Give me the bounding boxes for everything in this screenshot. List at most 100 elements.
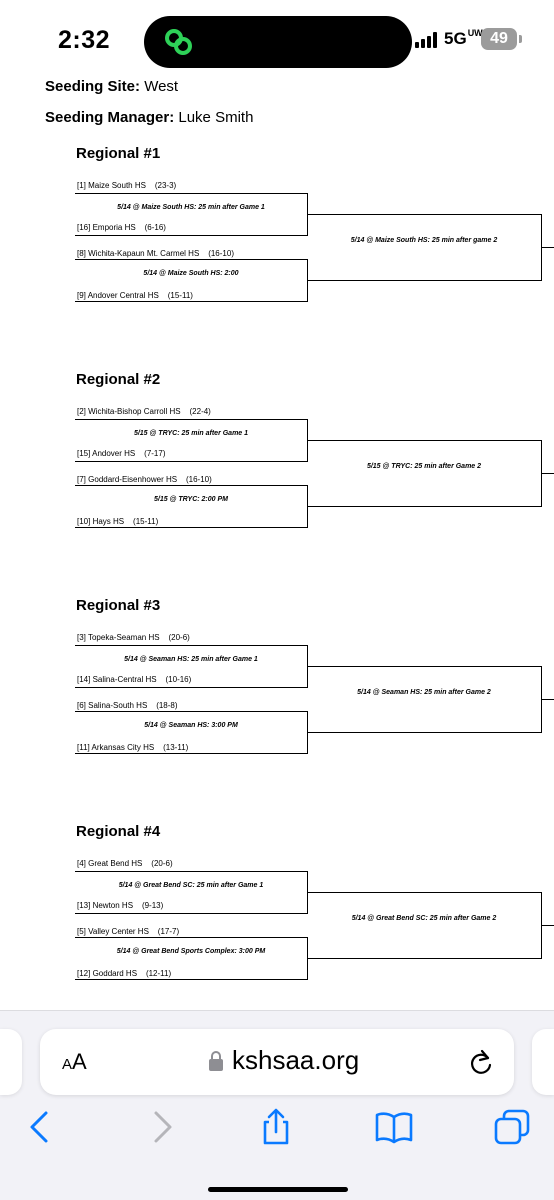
- bracket-line: [75, 419, 307, 420]
- bracket-line: [307, 732, 541, 733]
- team-name: Andover Central HS: [87, 291, 159, 300]
- bracket-line: [75, 461, 307, 462]
- team-seed: [9]: [77, 291, 86, 300]
- bracket-line: [75, 687, 307, 688]
- battery-icon: 49: [481, 28, 517, 50]
- team-name: Andover HS: [92, 449, 136, 458]
- tabs-icon[interactable]: [492, 1107, 532, 1147]
- team-seed: [6]: [77, 701, 86, 710]
- team-seed: [16]: [77, 223, 91, 232]
- share-icon[interactable]: [256, 1107, 296, 1147]
- seeding-manager: Seeding Manager: Luke Smith: [45, 109, 254, 126]
- team-name: Wichita-Bishop Carroll HS: [88, 407, 181, 416]
- team-seed: [4]: [77, 859, 86, 868]
- bracket-line: [307, 214, 541, 215]
- team-entry: [12] Goddard HS (12-11): [77, 969, 171, 978]
- team-seed: [12]: [77, 969, 91, 978]
- team-entry: [14] Salina-Central HS (10-16): [77, 675, 191, 684]
- reload-icon[interactable]: [468, 1048, 494, 1076]
- bracket-line: [75, 485, 307, 486]
- bracket-line: [75, 301, 307, 302]
- team-seed: [10]: [77, 517, 91, 526]
- address-bar[interactable]: AA kshsaa.org: [40, 1029, 514, 1095]
- team-seed: [13]: [77, 901, 91, 910]
- bracket-line: [541, 699, 554, 700]
- back-icon[interactable]: [20, 1107, 60, 1147]
- team-record: (15-11): [167, 291, 193, 300]
- team-record: (13-11): [163, 743, 189, 752]
- team-entry: [1] Maize South HS (23-3): [77, 181, 176, 190]
- team-record: (18-8): [156, 701, 178, 710]
- next-tab-preview[interactable]: [532, 1029, 554, 1095]
- link-app-icon: [165, 29, 192, 55]
- team-name: Emporia HS: [92, 223, 136, 232]
- team-record: (12-11): [145, 969, 172, 978]
- text-size-button[interactable]: AA: [62, 1049, 87, 1074]
- team-entry: [4] Great Bend HS (20-6): [77, 859, 173, 868]
- bracket-line: [307, 666, 541, 667]
- game-label: 5/14 @ Seaman HS: 3:00 PM: [144, 722, 238, 729]
- team-seed: [1]: [77, 181, 86, 190]
- clock: 2:32: [58, 26, 111, 54]
- team-seed: [15]: [77, 449, 91, 458]
- team-entry: [5] Valley Center HS (17-7): [77, 927, 179, 936]
- team-entry: [3] Topeka-Seaman HS (20-6): [77, 633, 190, 642]
- bracket-line: [75, 937, 307, 938]
- team-name: Maize South HS: [88, 181, 146, 190]
- dynamic-island: [144, 16, 412, 68]
- bracket-line: [307, 280, 541, 281]
- game-label: 5/15 @ TRYC: 2:00 PM: [154, 496, 228, 503]
- team-record: (10-16): [165, 675, 192, 684]
- previous-tab-preview[interactable]: [0, 1029, 22, 1095]
- bracket-line: [307, 892, 541, 893]
- team-name: Topeka-Seaman HS: [87, 633, 160, 642]
- bracket-line: [541, 473, 554, 474]
- team-name: Hays HS: [92, 517, 125, 526]
- team-seed: [14]: [77, 675, 91, 684]
- team-entry: [8] Wichita-Kapaun Mt. Carmel HS (16-10): [77, 249, 234, 258]
- bracket-line: [75, 753, 307, 754]
- regional-title: Regional #2: [76, 371, 161, 388]
- bracket-line: [75, 193, 307, 194]
- bracket-line: [541, 925, 554, 926]
- battery-nub: [519, 35, 522, 43]
- final-game-label: 5/14 @ Seaman HS: 25 min after Game 2: [357, 689, 491, 696]
- team-record: (15-11): [133, 517, 159, 526]
- game-label: 5/14 @ Maize South HS: 25 min after Game…: [117, 204, 265, 211]
- final-game-label: 5/14 @ Great Bend SC: 25 min after Game …: [351, 915, 497, 922]
- seeding-site: Seeding Site: West: [45, 78, 179, 95]
- bracket-line: [307, 440, 541, 441]
- status-bar: 2:32 5GUW 49: [0, 0, 554, 80]
- regional-title: Regional #3: [76, 597, 161, 614]
- team-record: (22-4): [189, 407, 211, 416]
- network-type: 5GUW: [444, 28, 483, 49]
- final-game-label: 5/15 @ TRYC: 25 min after Game 2: [366, 463, 482, 470]
- team-record: (7-17): [144, 449, 166, 458]
- game-label: 5/14 @ Seaman HS: 25 min after Game 1: [124, 656, 258, 663]
- team-record: (23-3): [154, 181, 177, 190]
- bracket-line: [307, 958, 541, 959]
- bracket-line: [75, 259, 307, 260]
- url-text[interactable]: kshsaa.org: [232, 1045, 360, 1075]
- game-label: 5/14 @ Great Bend SC: 25 min after Game …: [118, 882, 264, 889]
- bracket-line: [75, 645, 307, 646]
- game-label: 5/14 @ Maize South HS: 2:00: [143, 270, 239, 277]
- regional-title: Regional #4: [76, 823, 161, 840]
- bracket-line: [75, 527, 307, 528]
- signal-icon: [415, 32, 439, 48]
- regional-title: Regional #1: [76, 145, 161, 162]
- team-name: Newton HS: [92, 901, 134, 910]
- bracket-line: [75, 871, 307, 872]
- bracket-line: [75, 711, 307, 712]
- team-entry: [2] Wichita-Bishop Carroll HS (22-4): [77, 407, 211, 416]
- team-name: Goddard-Eisenhower HS: [88, 475, 178, 484]
- team-name: Wichita-Kapaun Mt. Carmel HS: [88, 249, 200, 258]
- team-entry: [13] Newton HS (9-13): [77, 901, 163, 910]
- team-record: (16-10): [208, 249, 234, 258]
- team-entry: [11] Arkansas City HS (13-11): [77, 743, 188, 752]
- bookmarks-icon[interactable]: [374, 1107, 414, 1147]
- forward-icon[interactable]: [142, 1107, 182, 1147]
- team-name: Great Bend HS: [88, 859, 143, 868]
- pdf-document: Seeding Site: West Seeding Manager: Luke…: [45, 78, 554, 980]
- team-entry: [6] Salina-South HS (18-8): [77, 701, 178, 710]
